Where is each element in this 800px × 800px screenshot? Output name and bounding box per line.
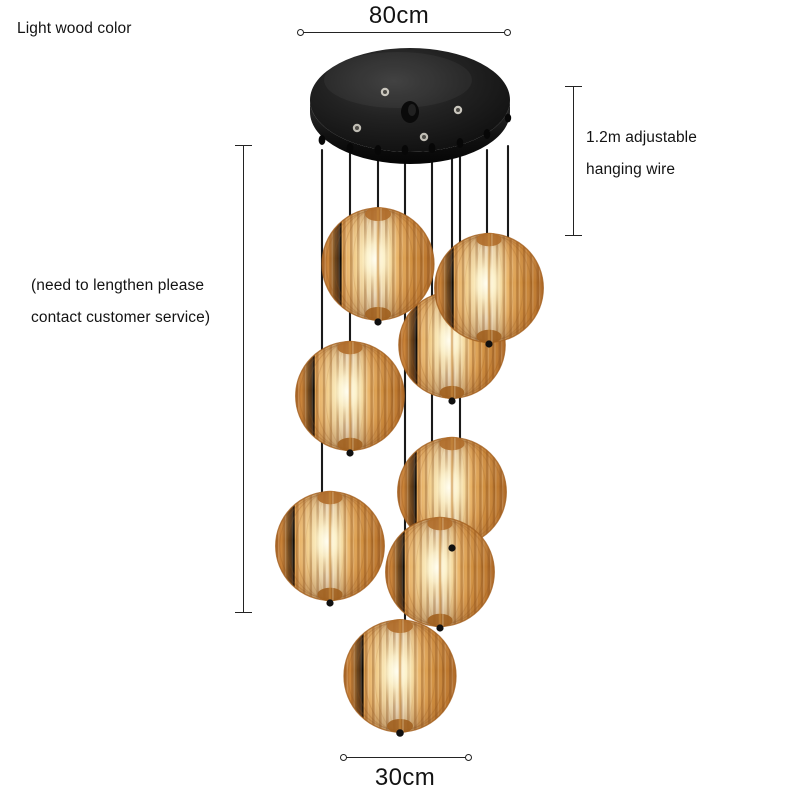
globe-4 (294, 339, 406, 453)
right-dimension-endcap-top (565, 86, 582, 87)
ceiling-canopy-plate (310, 48, 512, 164)
top-dimension-endcap-right (504, 29, 511, 36)
lengthen-note-line2: contact customer service) (31, 309, 211, 326)
lengthen-note-line1: (need to lengthen please (31, 277, 205, 294)
bottom-dimension-label: 30cm (374, 764, 436, 791)
finish-color-label: Light wood color (17, 20, 132, 37)
canopy-screws (352, 87, 463, 142)
left-dimension-line (243, 145, 244, 613)
right-dimension-line (573, 86, 574, 235)
globe-1 (320, 205, 436, 323)
globe-7 (384, 515, 496, 629)
top-dimension-endcap-left (297, 29, 304, 36)
hanging-wire-label-line1: 1.2m adjustable (586, 129, 697, 146)
bottom-dimension-endcap-right (465, 754, 472, 761)
globe-6 (274, 489, 386, 603)
left-dimension-endcap-bottom (235, 612, 252, 613)
bottom-dimension-line (345, 757, 467, 758)
right-dimension-endcap-bottom (565, 235, 582, 236)
left-dimension-endcap-top (235, 145, 252, 146)
top-dimension-line (302, 32, 506, 33)
globe-2 (433, 231, 545, 345)
globe-finials (326, 318, 493, 737)
hanging-wire-label-line2: hanging wire (586, 161, 676, 178)
globe-8 (342, 617, 458, 735)
top-dimension-label: 80cm (368, 2, 430, 29)
bottom-dimension-endcap-left (340, 754, 347, 761)
